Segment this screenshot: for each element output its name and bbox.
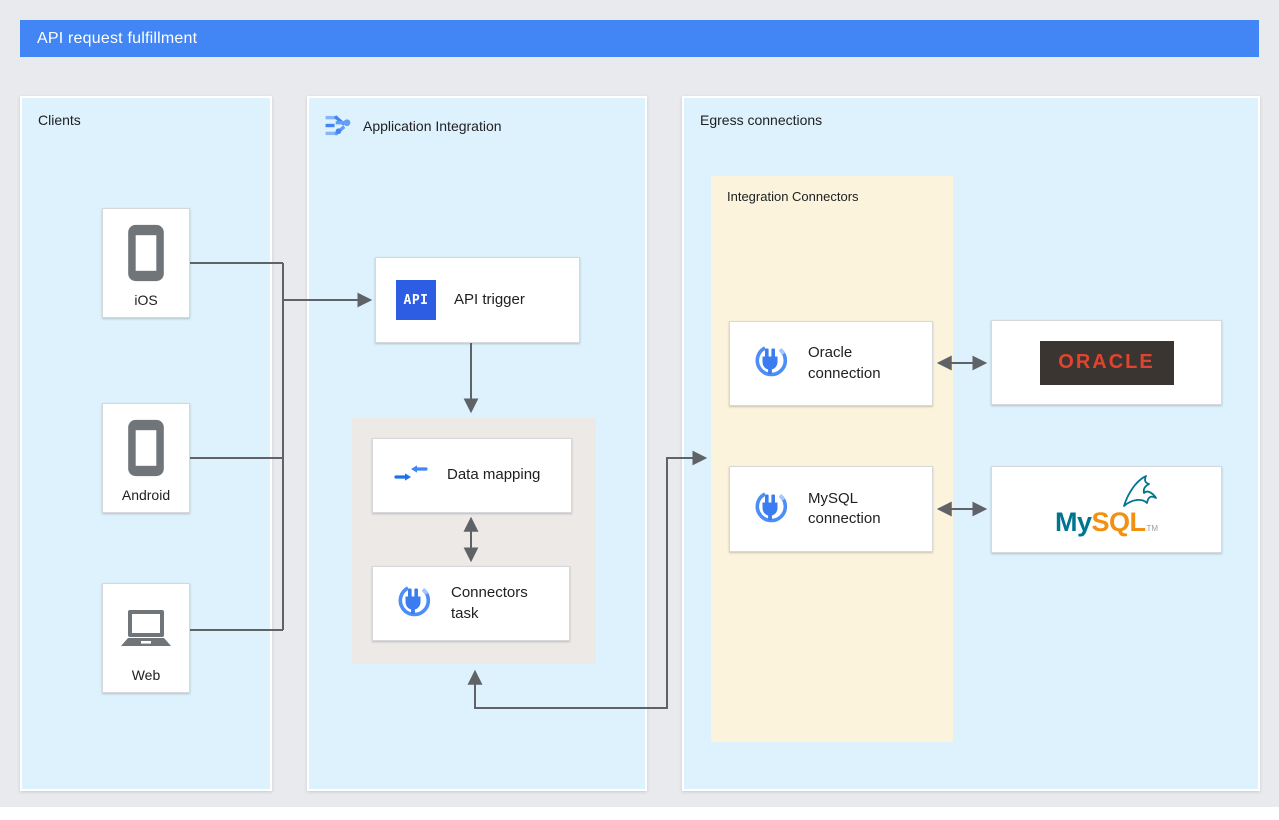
diagram-title-bar: API request fulfillment (20, 20, 1259, 57)
connector-plug-icon (393, 581, 433, 626)
oracle-database-node: ORACLE (991, 320, 1222, 405)
client-node-label: iOS (134, 292, 158, 308)
connectors-task-label: Connectors task (451, 584, 528, 622)
data-mapping-label: Data mapping (447, 466, 541, 484)
application-integration-icon (325, 112, 352, 139)
oracle-wordmark: ORACLE (1058, 351, 1155, 373)
api-trigger-label: API trigger (454, 290, 525, 308)
application-integration-label: Application Integration (363, 117, 502, 134)
api-icon: API (396, 280, 436, 320)
integration-connectors-label: Integration Connectors (727, 189, 859, 204)
egress-connections-label: Egress connections (700, 112, 823, 128)
bottom-strip (0, 807, 1279, 820)
application-integration-header: Application Integration (325, 112, 502, 139)
data-mapping-icon (393, 459, 429, 492)
egress-connections-header: Egress connections (700, 112, 822, 128)
mysql-connection-node: MySQL connection (729, 466, 933, 552)
data-mapping-node: Data mapping (372, 438, 572, 513)
integration-connectors-container: Integration Connectors (711, 176, 953, 742)
oracle-connection-node: Oracle connection (729, 321, 933, 406)
smartphone-icon (103, 418, 189, 478)
diagram-title: API request fulfillment (37, 29, 198, 47)
oracle-connection-label: Oracle connection (808, 344, 881, 382)
mysql-wordmark-my: My (1054, 507, 1092, 537)
client-node-web: Web (102, 583, 190, 693)
client-node-ios: iOS (102, 208, 190, 318)
connector-plug-icon (750, 341, 790, 386)
oracle-logo: ORACLE (1039, 340, 1174, 385)
api-trigger-node: API API trigger (375, 257, 580, 343)
mysql-dolphin-icon (1118, 471, 1162, 516)
clients-panel-header: Clients (38, 112, 81, 128)
client-node-android: Android (102, 403, 190, 513)
connectors-task-node: Connectors task (372, 566, 570, 641)
mysql-connection-label: MySQL connection (808, 489, 881, 527)
mysql-logo: My SQL TM (1054, 475, 1159, 538)
client-node-label: Android (121, 487, 171, 503)
mysql-database-node: My SQL TM (991, 466, 1222, 553)
mysql-trademark: TM (1146, 524, 1159, 533)
mysql-wordmark-sql: SQL (1091, 507, 1146, 537)
laptop-icon (103, 608, 189, 650)
client-node-label: Web (131, 667, 161, 683)
clients-panel-label: Clients (38, 112, 81, 128)
connector-plug-icon (750, 487, 790, 532)
smartphone-icon (103, 223, 189, 283)
